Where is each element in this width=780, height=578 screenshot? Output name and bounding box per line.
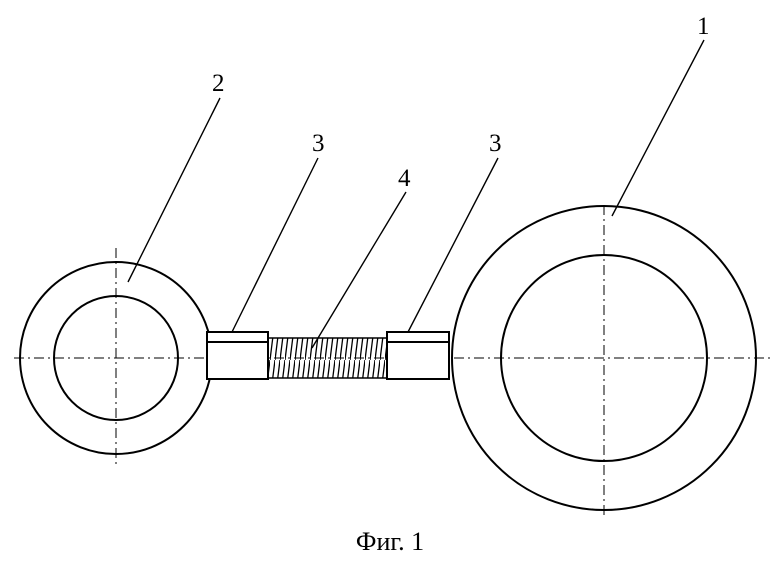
left-sleeve-body [207, 332, 268, 379]
leader-line-3-right [408, 158, 498, 332]
leader-line-4 [312, 192, 406, 348]
leader-line-2 [128, 98, 220, 282]
leader-line-3-left [232, 158, 318, 332]
spring [268, 338, 387, 378]
left-sleeve [207, 332, 268, 379]
label-2: 2 [212, 70, 225, 97]
right-sleeve-body [387, 332, 449, 379]
figure-caption: Фиг. 1 [0, 527, 780, 557]
right-sleeve [387, 332, 449, 379]
label-3-right: 3 [489, 130, 502, 157]
label-1: 1 [697, 13, 710, 40]
leader-line-1 [612, 40, 704, 216]
spring-body [268, 338, 387, 378]
label-3-left: 3 [312, 130, 325, 157]
label-4: 4 [398, 165, 411, 192]
callout-labels: 1 2 3 4 3 [212, 13, 710, 192]
